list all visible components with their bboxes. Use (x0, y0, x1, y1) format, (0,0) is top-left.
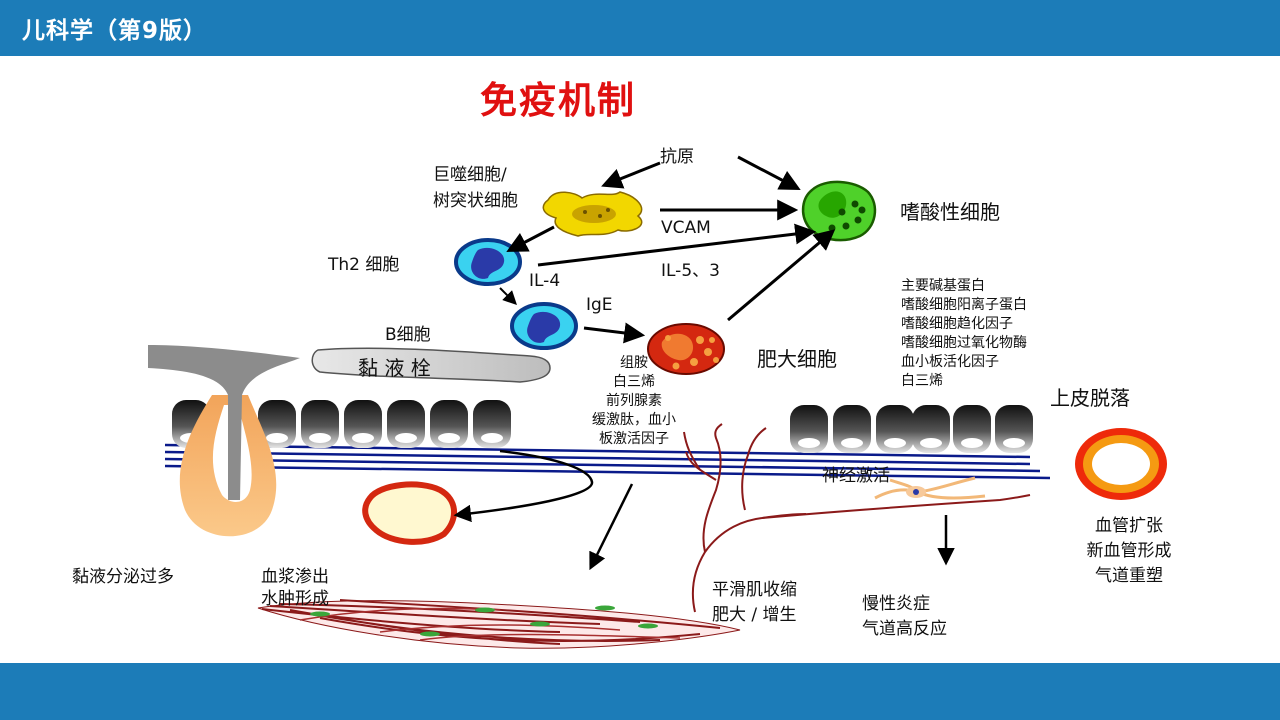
label-chronic-inflammation: 慢性炎症 气道高反应 (862, 594, 947, 639)
label-smooth-muscle: 平滑肌收缩 肥大 / 增生 (712, 580, 797, 625)
nerve-cell (874, 476, 986, 500)
arrow-bcell-to-mast (583, 322, 646, 344)
arrow-mast-to-eosinophil (727, 229, 836, 322)
arrow-antigen-to-eosinophil (737, 155, 801, 190)
label-macrophage: 巨噬细胞/ 树突状细胞 (433, 165, 518, 211)
label-eosinophil: 嗜酸性细胞 (900, 200, 1000, 224)
label-vcam: VCAM (661, 218, 711, 238)
epithelium-left (172, 400, 511, 448)
label-ige: IgE (586, 295, 613, 315)
label-bcell: B细胞 (385, 325, 431, 345)
label-il5: IL-5、3 (661, 261, 720, 281)
arrow-antigen-to-macrophage (601, 161, 661, 189)
label-eos-products: 主要碱基蛋白 嗜酸细胞阳离子蛋白 嗜酸细胞趋化因子 嗜酸细胞过氧化物酶 血小板活… (901, 278, 1027, 389)
nerve-branches (683, 423, 1031, 613)
arrow-th2-to-bcell (499, 287, 517, 305)
mucus-plug-shape (311, 347, 551, 383)
label-antigen: 抗原 (660, 147, 694, 167)
blood-vessel-right (1075, 428, 1167, 500)
label-mast-cell: 肥大细胞 (757, 347, 837, 371)
arrow-to-plasma (589, 483, 634, 571)
header-title: 儿科学（第9版） (22, 18, 208, 44)
arrow-to-vessel (453, 449, 594, 523)
epithelium-right (790, 405, 1033, 453)
label-mucus-secretion: 黏液分泌过多 (72, 567, 174, 587)
footer-bar (0, 663, 1280, 720)
arrow-macrophage-to-th2 (506, 225, 555, 252)
label-mucus-plug: 黏 液 栓 (358, 356, 431, 380)
header-bar (0, 0, 1280, 56)
label-th2: Th2 细胞 (328, 255, 400, 275)
b-cell (510, 302, 578, 350)
label-vascular: 血管扩张 新血管形成 气道重塑 (1086, 516, 1172, 586)
label-mediators: 组胺 白三烯 前列腺素 缓激肽，血小 板激活因子 (592, 355, 676, 447)
blood-vessel-left (362, 481, 457, 545)
mast-cell (647, 323, 725, 375)
label-epithelial-shedding: 上皮脱落 (1050, 386, 1130, 410)
smooth-muscle-bundle (257, 599, 741, 649)
th2-cell (454, 238, 522, 286)
submucosal-gland (148, 345, 300, 537)
label-il4: IL-4 (529, 271, 561, 291)
eosinophil-cell (801, 180, 877, 242)
macrophage-cell (542, 191, 643, 237)
arrow-th2-to-eosinophil (537, 223, 817, 267)
label-plasma-exudation: 血浆渗出 水肿形成 (261, 567, 329, 609)
arrows (453, 155, 955, 571)
nerve-fibers (164, 443, 1051, 480)
label-nerve-activation: 神经激活 (822, 466, 890, 486)
slide-title: 免疫机制 (480, 79, 636, 122)
